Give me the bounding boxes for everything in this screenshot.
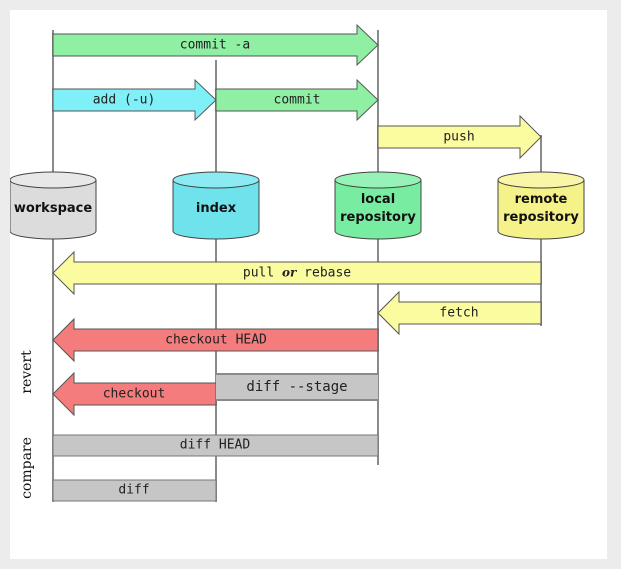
diff-label: diff xyxy=(118,482,150,498)
fetch-arrow xyxy=(377,290,542,336)
diff-head-label: diff HEAD xyxy=(179,437,251,453)
git-workflow-diagram: commit -a add (-u) commit push pull or r… xyxy=(10,10,607,559)
push-arrow xyxy=(377,114,542,160)
local-repository-database-icon xyxy=(334,171,422,240)
checkout-head-label: checkout HEAD xyxy=(165,332,267,348)
diff-bar xyxy=(52,479,217,502)
add-label: add (-u) xyxy=(92,92,156,108)
pull-rebase-arrow xyxy=(52,250,542,296)
remote-label-line1: remote xyxy=(514,192,568,207)
or-text: or xyxy=(282,265,297,280)
add-arrow xyxy=(52,78,217,122)
diff-head-bar xyxy=(52,434,379,457)
commit-arrow xyxy=(215,78,379,122)
local-repository-label: local repository xyxy=(340,191,416,227)
local-label-line1: local xyxy=(360,192,396,207)
pull-rebase-label: pull or rebase xyxy=(243,266,351,281)
checkout-head-arrow xyxy=(52,317,379,363)
workspace-label: workspace xyxy=(13,201,93,216)
diff-stage-bar xyxy=(216,374,378,400)
commit-a-arrow xyxy=(52,23,379,67)
pull-text: pull xyxy=(242,265,275,281)
remote-repository-label: remote repository xyxy=(503,191,579,227)
diagram-canvas xyxy=(10,23,585,502)
local-label-line2: repository xyxy=(340,210,416,225)
commit-label: commit xyxy=(273,92,321,108)
index-label: index xyxy=(195,201,237,216)
compare-side-label: compare xyxy=(19,437,35,499)
revert-side-label: revert xyxy=(19,350,35,394)
remote-label-line2: repository xyxy=(503,210,579,225)
checkout-arrow xyxy=(52,371,217,417)
index-database-icon xyxy=(172,171,260,240)
push-label: push xyxy=(443,129,475,145)
rebase-text: rebase xyxy=(304,265,352,281)
diff-stage-label: diff --stage xyxy=(246,379,348,395)
fetch-label: fetch xyxy=(439,305,479,321)
checkout-label: checkout xyxy=(102,386,166,402)
workspace-database-icon xyxy=(10,171,97,240)
commit-a-label: commit -a xyxy=(179,37,251,53)
remote-repository-database-icon xyxy=(497,171,585,240)
